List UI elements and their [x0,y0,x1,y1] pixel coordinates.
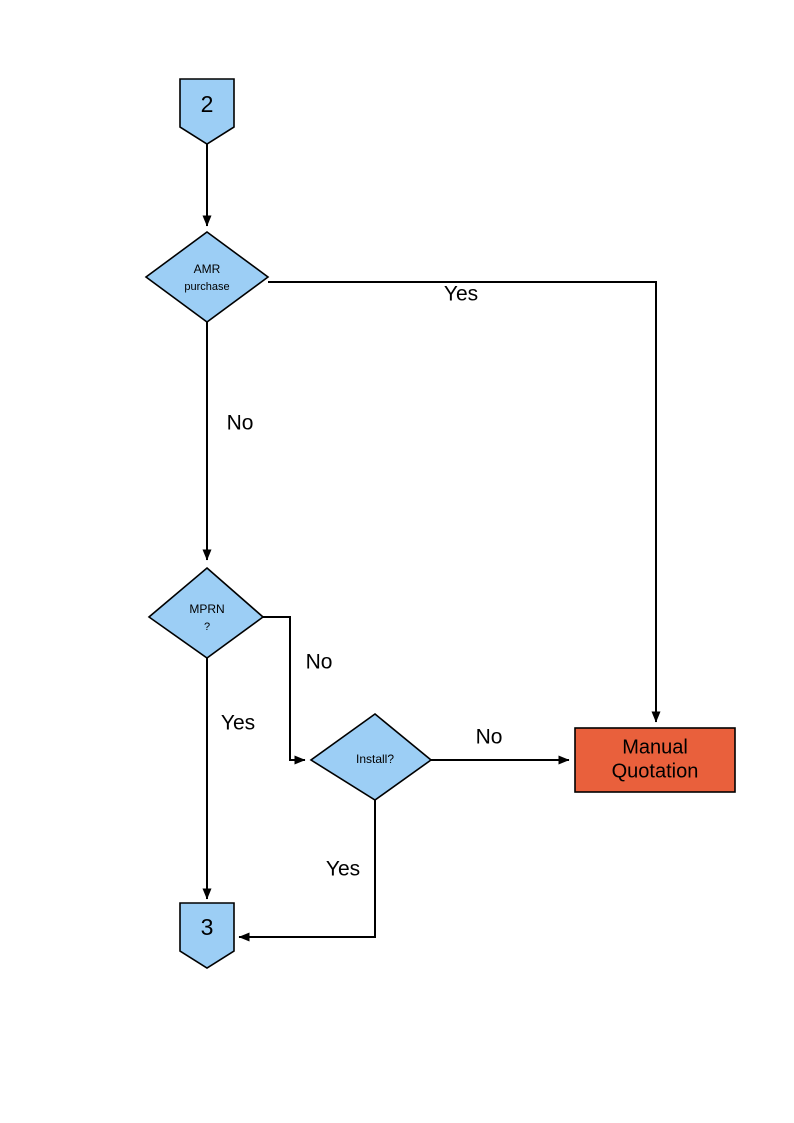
decision-install-shape[interactable] [309,712,433,801]
edge-label-install-yes: Yes [326,858,360,881]
edge-amr-yes [268,281,661,723]
decision-amr-purchase-shape[interactable] [144,231,270,323]
decision-amr-purchase-label-line2: purchase [184,281,229,293]
decision-install-label: Install? [356,752,394,766]
edge-mprn-no [263,616,306,765]
connector-3-label: 3 [201,914,214,940]
node-connector-3[interactable]: 3 [179,902,235,969]
edge-label-amr-no: No [227,412,254,435]
decision-amr-purchase-label-line1: AMR [194,262,221,276]
edge-label-mprn-yes: Yes [221,712,255,735]
edge-label-amr-yes: Yes [444,283,478,306]
decision-mprn-label-line2: ? [204,621,210,633]
connector-2-shape[interactable] [179,78,235,145]
process-manual-quotation-label-line2: Quotation [612,760,699,782]
process-manual-quotation-label-line1: Manual [622,736,688,758]
edge-install-yes [238,800,376,942]
node-decision-install[interactable]: Install? [309,712,433,801]
node-process-manual-quotation[interactable]: Manual Quotation [574,727,736,793]
edge-label-mprn-no: No [306,651,333,674]
connector-2-label: 2 [201,91,214,117]
node-decision-amr-purchase[interactable]: AMR purchase [144,231,270,323]
decision-mprn-label-line1: MPRN [189,602,224,616]
decision-mprn-shape[interactable] [147,566,265,659]
edge-label-install-no: No [476,726,503,749]
connector-3-shape[interactable] [179,902,235,969]
node-decision-mprn[interactable]: MPRN ? [147,566,265,659]
process-manual-quotation-shape[interactable] [574,727,736,793]
node-connector-2[interactable]: 2 [179,78,235,145]
